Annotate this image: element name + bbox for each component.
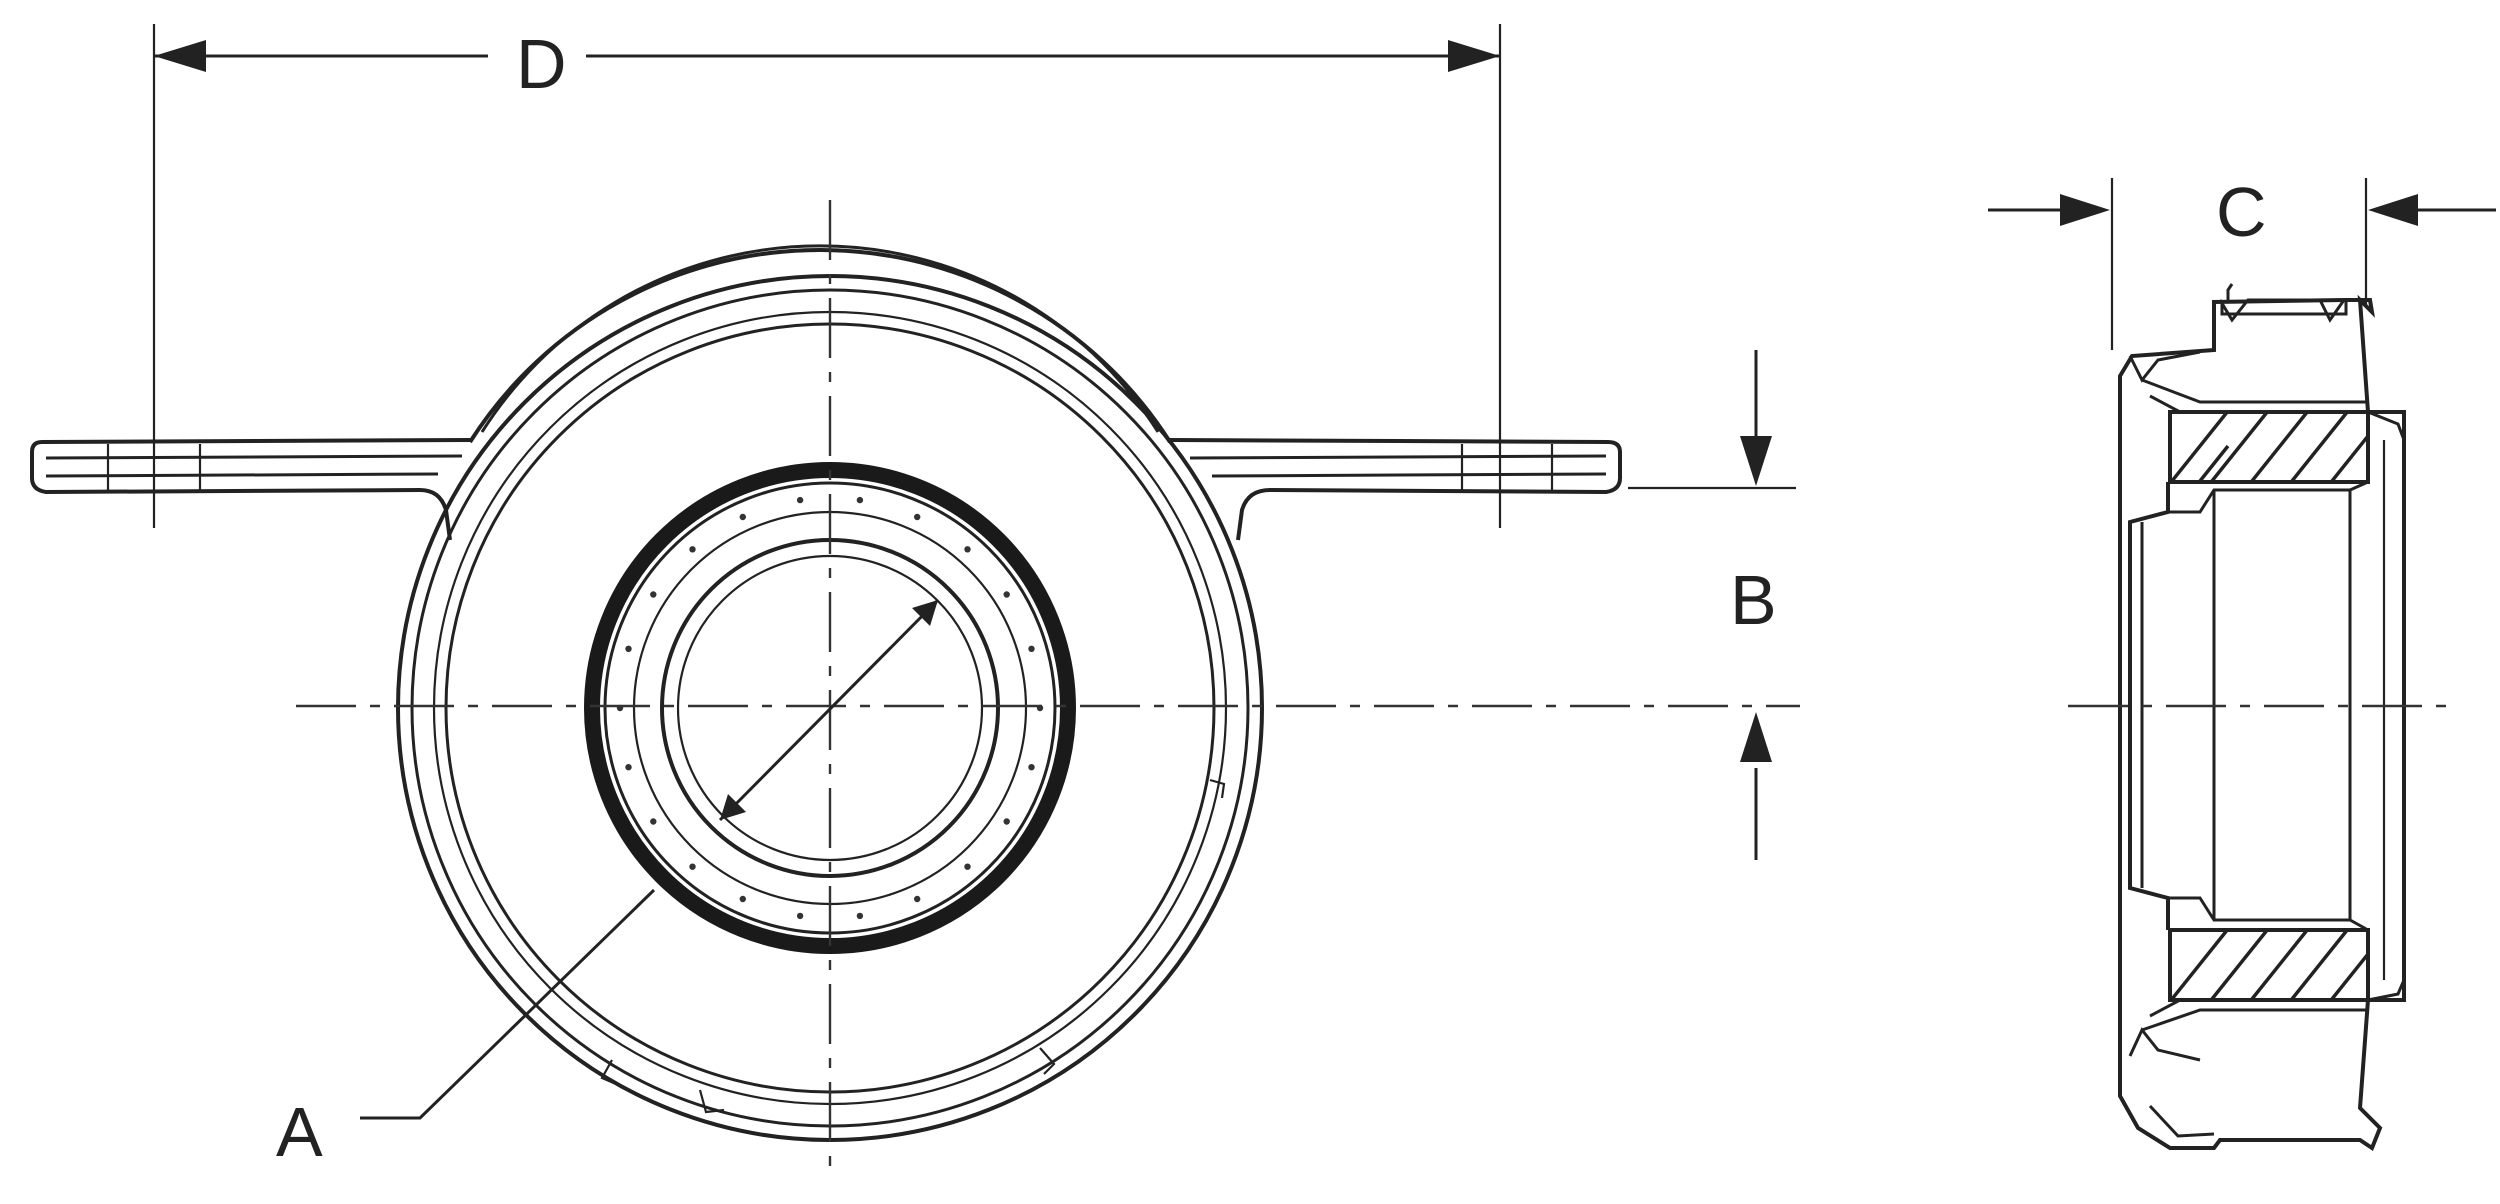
front-center-lines [296, 200, 1800, 1180]
dim-label-b: B [1730, 561, 1777, 639]
ball-dot [650, 818, 657, 825]
front-view: A D B [30, 24, 1800, 1180]
ball-dot [1028, 764, 1035, 771]
dimension-b: B [1628, 350, 1796, 860]
ball-dot [914, 895, 921, 903]
dimension-c: C [1988, 173, 2496, 350]
ball-dot [625, 764, 632, 771]
ball-dot [689, 546, 696, 553]
ball-dot [1003, 818, 1010, 825]
ball-dot [739, 895, 746, 903]
ball-dot [650, 591, 657, 598]
ball-dot [856, 912, 864, 920]
top-rubber-hatch [2170, 412, 2368, 482]
ball-dot [914, 513, 921, 521]
ball-dot [625, 645, 632, 652]
ball-dot [1003, 591, 1010, 598]
ball-dot [739, 513, 746, 521]
ball-dot [964, 546, 971, 553]
ball-dot [796, 912, 804, 920]
dimension-d: D [152, 24, 1502, 528]
dimension-a: A [276, 598, 940, 1171]
mounting-bracket [30, 438, 1622, 541]
dim-label-a: A [276, 1093, 323, 1171]
dim-label-d: D [516, 25, 567, 103]
ball-dot [964, 863, 971, 870]
side-view: C [1988, 173, 2496, 1152]
ball-dot [796, 496, 804, 504]
bottom-rubber-hatch [2170, 930, 2368, 1000]
ball-dot [689, 863, 696, 870]
ball-dot [1028, 645, 1035, 652]
ball-dot [856, 496, 864, 504]
dim-label-c: C [2216, 173, 2267, 251]
